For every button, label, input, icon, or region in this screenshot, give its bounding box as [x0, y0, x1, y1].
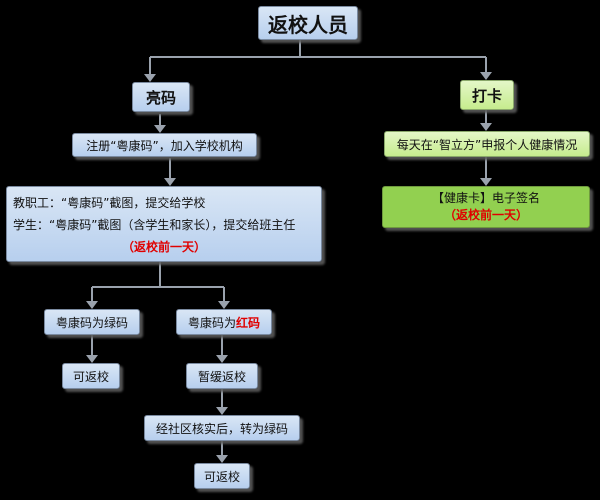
register-text: 注册“粤康码”，加入学校机构	[86, 138, 243, 153]
health-card-box: 【健康卡】电子签名 （返校前一天）	[382, 186, 590, 228]
check-in-box: 打卡	[460, 80, 514, 110]
staff-instruction: 教职工：“粤康码”截图，提交给学校	[13, 196, 206, 210]
suspend-return-text: 暂缓返校	[197, 369, 246, 384]
can-return-box-1: 可返校	[62, 363, 120, 389]
community-verify-box: 经社区核实后，转为绿码	[144, 415, 300, 441]
submit-screenshot-box: 教职工：“粤康码”截图，提交给学校 学生：“粤康码”截图（含学生和家长），提交给…	[6, 186, 322, 262]
show-code-label: 亮码	[145, 88, 176, 107]
green-code-text: 粤康码为绿码	[55, 315, 128, 330]
daily-report-box: 每天在“智立方”申报个人健康情况	[384, 131, 590, 157]
register-box: 注册“粤康码”，加入学校机构	[72, 133, 257, 157]
daily-report-text: 每天在“智立方”申报个人健康情况	[396, 137, 578, 152]
red-code-word: 红码	[236, 315, 261, 330]
red-code-prefix: 粤康码为	[187, 315, 236, 330]
deadline-note-right: （返校前一天）	[443, 208, 528, 222]
red-code-box: 粤康码为红码	[176, 309, 272, 335]
community-verify-text: 经社区核实后，转为绿码	[155, 421, 288, 436]
show-code-box: 亮码	[132, 82, 190, 112]
can-return-text-1: 可返校	[72, 369, 109, 384]
title-text: 返校人员	[268, 12, 348, 37]
student-instruction: 学生：“粤康码”截图（含学生和家长），提交给班主任	[13, 218, 296, 232]
title-box: 返校人员	[258, 6, 358, 40]
health-card-text: 【健康卡】电子签名	[431, 191, 540, 205]
deadline-note-left: （返校前一天）	[121, 240, 206, 254]
can-return-text-2: 可返校	[203, 469, 240, 484]
suspend-return-box: 暂缓返校	[186, 363, 258, 389]
green-code-box: 粤康码为绿码	[44, 309, 140, 335]
check-in-label: 打卡	[471, 86, 502, 105]
can-return-box-2: 可返校	[194, 463, 250, 489]
